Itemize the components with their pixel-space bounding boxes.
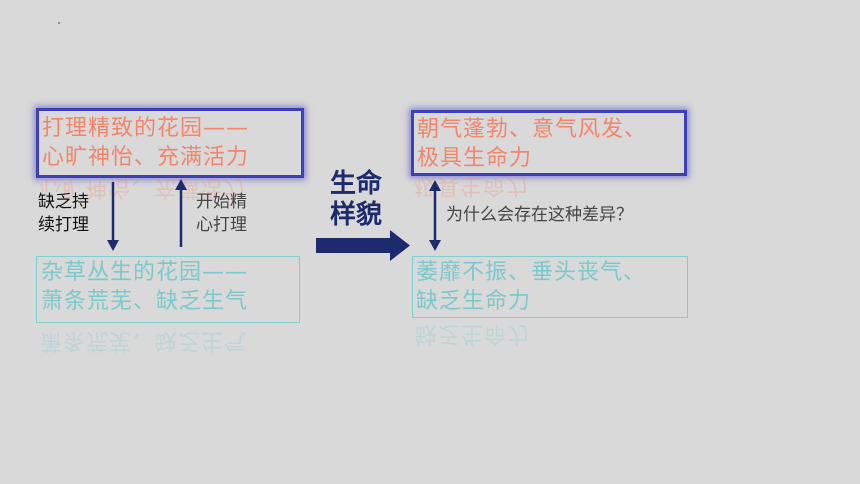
label-lack-care: 缺乏持 续打理 (38, 192, 89, 235)
double-arrow-icon (429, 180, 441, 251)
box-vital-life: 朝气蓬勃、意气风发、 极具生命力 (411, 110, 687, 176)
label-start-care: 开始精 心打理 (196, 192, 247, 235)
box-neglected-garden-line1: 杂草丛生的花园—— (41, 260, 249, 285)
box-cared-garden-line1: 打理精致的花园—— (42, 116, 250, 141)
box-vital-life-line1: 朝气蓬勃、意气风发、 (417, 117, 648, 142)
box-cared-garden-line2: 心旷神怡、充满活力 (42, 145, 250, 170)
label-life-appearance: 生命 样貌 (330, 169, 383, 230)
box-dispirited-life: 萎靡不振、垂头丧气、 缺乏生命力 (412, 256, 688, 318)
box-cared-garden: 打理精致的花园—— 心旷神怡、充满活力 (36, 108, 304, 178)
arrow-down-icon (107, 182, 119, 251)
label-question: 为什么会存在这种差异？ (446, 205, 633, 225)
box-neglected-garden-line2: 萧条荒芜、缺乏生气 (41, 289, 249, 314)
decorative-dot (58, 22, 60, 24)
box-dispirited-life-line2: 缺乏生命力 (416, 289, 532, 314)
arrow-right-icon (316, 230, 410, 261)
box-neglected-garden: 杂草丛生的花园—— 萧条荒芜、缺乏生气 (36, 256, 300, 323)
box-vital-life-line2: 极具生命力 (417, 146, 533, 171)
box-dispirited-life-line1: 萎靡不振、垂头丧气、 (416, 260, 647, 285)
arrow-up-icon (175, 179, 187, 247)
